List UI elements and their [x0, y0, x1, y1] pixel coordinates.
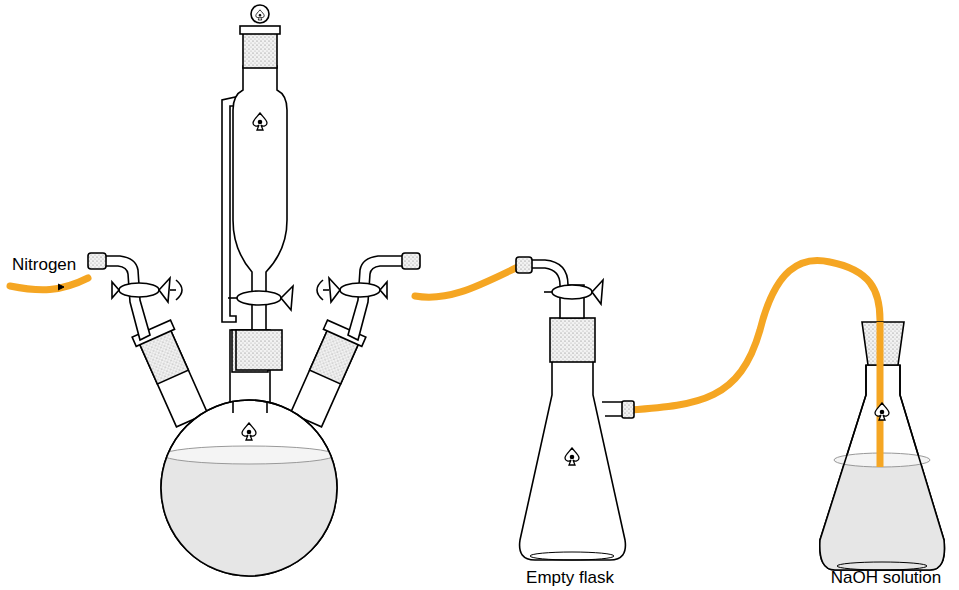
- empty-flask-part: [520, 360, 626, 560]
- dropping-funnel-part: [233, 66, 287, 330]
- gas-outlet-adapter-part: [402, 253, 420, 269]
- dropping-funnel-part: [237, 291, 281, 305]
- gas-inlet-adapter-part: [112, 282, 119, 298]
- empty-flask: [516, 257, 634, 560]
- gas-outlet-adapter-part: [348, 256, 405, 340]
- gas-inlet-adapter: [88, 253, 182, 340]
- gas-outlet-adapter-part: [340, 283, 380, 297]
- flask-label: Empty flask: [526, 569, 614, 588]
- gas-outlet-adapter-part: [329, 278, 340, 302]
- three-neck-flask-part: [160, 455, 340, 585]
- gas-inlet-adapter-part: [100, 256, 150, 340]
- naoh-flask-part: [877, 322, 884, 467]
- gas-label: Nitrogen: [12, 256, 76, 275]
- dropping-funnel: [222, 5, 293, 370]
- empty-flask-part: [565, 448, 579, 465]
- three-neck-flask-part: [161, 400, 337, 576]
- naoh-flask-part: [815, 460, 950, 575]
- empty-flask-part: [552, 285, 592, 299]
- empty-flask-part: [622, 401, 634, 418]
- dropping-funnel-part: [281, 286, 293, 310]
- tubing-part: [415, 265, 522, 297]
- three-neck-flask-part: [233, 405, 267, 419]
- gas-outlet-adapter-part: [380, 282, 387, 298]
- three-neck-flask-part: [163, 446, 335, 464]
- three-neck-flask-part: [266, 402, 268, 413]
- solution-label: NaOH solution: [831, 569, 942, 588]
- dropping-funnel-part: [256, 10, 264, 20]
- gas-outlet-adapter-part: [317, 280, 323, 300]
- gas-inlet-adapter-part: [119, 283, 159, 297]
- empty-flask-part: [592, 280, 603, 304]
- tubing-part: [10, 278, 88, 290]
- naoh-flask: [815, 322, 950, 575]
- tubing-part: [630, 260, 880, 467]
- dropping-funnel-part: [251, 5, 269, 23]
- gas-inlet-adapter-part: [176, 280, 182, 300]
- empty-flask-part: [550, 318, 595, 362]
- gas-outlet-adapter: [317, 253, 420, 340]
- dropping-funnel-part: [228, 297, 237, 299]
- tubing: [10, 260, 880, 467]
- gas-inlet-adapter-part: [88, 253, 106, 269]
- dropping-funnel-part: [240, 26, 280, 34]
- naoh-flask-part: [875, 403, 889, 420]
- empty-flask-part: [530, 552, 614, 560]
- three-neck-flask-part: [232, 402, 234, 413]
- dropping-funnel-part: [253, 113, 267, 130]
- empty-flask-part: [544, 291, 552, 293]
- dropping-funnel-part: [236, 330, 282, 370]
- three-neck-flask: [132, 320, 366, 585]
- three-neck-flask-part: [242, 423, 256, 440]
- gas-inlet-adapter-part: [159, 278, 170, 302]
- empty-flask-part: [516, 257, 532, 273]
- flow-arrow: [58, 284, 64, 290]
